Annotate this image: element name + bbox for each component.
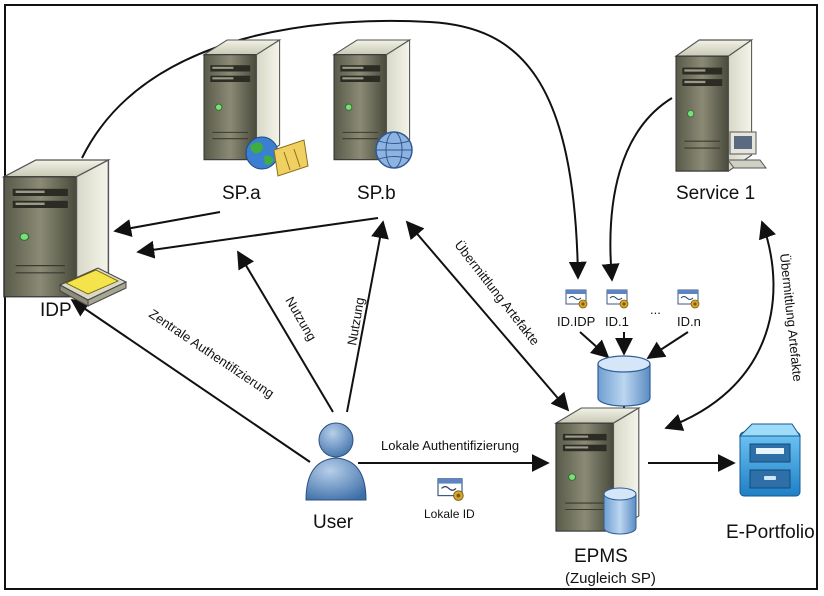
edge-spb-to-idp — [136, 217, 379, 259]
uebermittlung-artefakte-spb-label: Übermittlung Artefakte — [452, 238, 543, 349]
epms-subtitle: (Zugleich SP) — [565, 570, 656, 587]
id-idp-label: ID.IDP — [557, 314, 595, 329]
network-globe-icon — [375, 131, 413, 169]
epms-database-icon — [603, 487, 637, 535]
local-id-certificate-icon — [437, 478, 464, 501]
id-1-label: ID.1 — [605, 314, 629, 329]
card-reader-icon — [58, 267, 128, 307]
edge-epms-service — [664, 220, 776, 431]
id-n-certificate-icon — [677, 289, 700, 309]
globe-icon — [245, 136, 279, 170]
eportfolio-label: E-Portfolio — [726, 522, 815, 543]
edge-idn-to-db — [646, 331, 689, 359]
service1-label: Service 1 — [676, 183, 755, 204]
id-ellipsis-label: ... — [650, 302, 661, 317]
lokale-authentifizierung-label: Lokale Authentifizierung — [381, 438, 519, 453]
folder-icon — [273, 139, 309, 177]
id-n-label: ID.n — [677, 314, 701, 329]
edge-user-to-idp — [70, 298, 311, 463]
user-icon — [305, 422, 367, 501]
idp-label: IDP — [40, 300, 72, 321]
spb-label: SP.b — [357, 183, 396, 204]
edge-user-to-spa — [237, 250, 334, 413]
uebermittlung-artefakte-service-label: Übermittlung Artefakte — [777, 253, 805, 382]
edge-user-to-spb — [346, 220, 389, 413]
zentrale-authentifizierung-label: Zentrale Authentifizierung — [146, 306, 277, 401]
edge-epms-spb — [405, 220, 570, 412]
edge-spa-to-idp — [113, 211, 221, 237]
edge-ididp-to-db — [579, 331, 610, 359]
edge-idp-arc — [81, 19, 587, 280]
local-id-label: Lokale ID — [424, 507, 475, 521]
spa-label: SP.a — [222, 183, 261, 204]
epms-label: EPMS — [574, 546, 628, 567]
user-label: User — [313, 512, 354, 533]
eportfolio-cabinet-icon — [738, 423, 801, 497]
workstation-icon — [727, 131, 767, 169]
edge-service-to-id1 — [601, 97, 673, 282]
id-idp-certificate-icon — [565, 289, 588, 309]
database-icon — [597, 355, 651, 407]
id-1-certificate-icon — [606, 289, 629, 309]
